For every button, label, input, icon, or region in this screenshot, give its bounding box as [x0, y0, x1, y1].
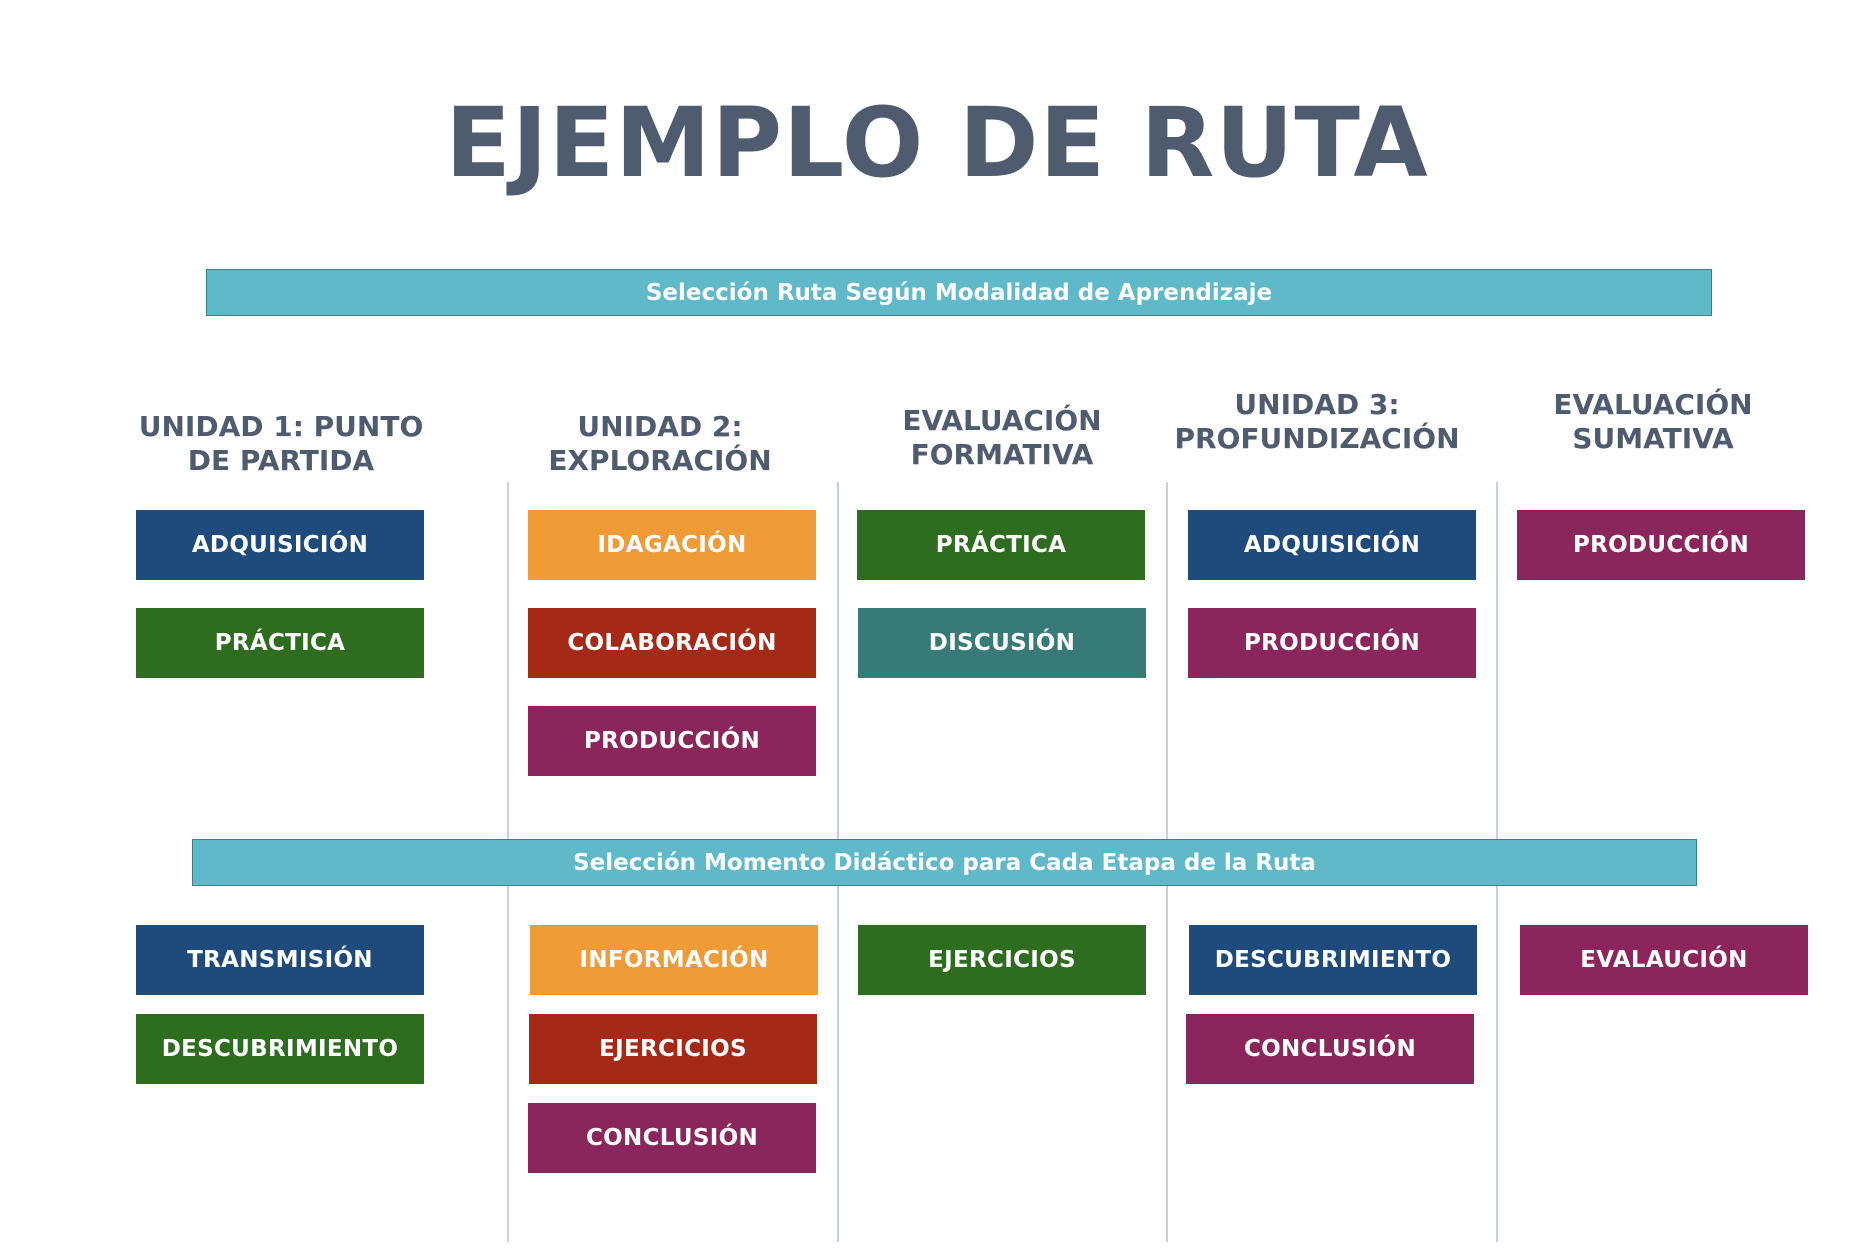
route-box-practica: PRÁCTICA: [136, 608, 424, 678]
route-box-idagacion: IDAGACIÓN: [528, 510, 816, 580]
route-box-adquisicion: ADQUISICIÓN: [1188, 510, 1476, 580]
moment-selection-band: Selección Momento Didáctico para Cada Et…: [192, 839, 1697, 886]
moment-box-conclusion: CONCLUSIÓN: [528, 1103, 816, 1173]
route-box-produccion: PRODUCCIÓN: [528, 706, 816, 776]
moment-box-ejercicios: EJERCICIOS: [858, 925, 1146, 995]
heading-unidad-1: UNIDAD 1: PUNTO DE PARTIDA: [138, 410, 424, 477]
moment-box-informacion: INFORMACIÓN: [530, 925, 818, 995]
route-box-adquisicion: ADQUISICIÓN: [136, 510, 424, 580]
route-box-discusion: DISCUSIÓN: [858, 608, 1146, 678]
route-box-colaboracion: COLABORACIÓN: [528, 608, 816, 678]
moment-box-transmision: TRANSMISIÓN: [136, 925, 424, 995]
moment-box-ejercicios: EJERCICIOS: [529, 1014, 817, 1084]
moment-box-descubrimiento: DESCUBRIMIENTO: [1189, 925, 1477, 995]
route-box-practica: PRÁCTICA: [857, 510, 1145, 580]
moment-box-descubrimiento: DESCUBRIMIENTO: [136, 1014, 424, 1084]
route-selection-band: Selección Ruta Según Modalidad de Aprend…: [206, 269, 1712, 316]
moment-box-evaluacion: EVALAUCIÓN: [1520, 925, 1808, 995]
heading-unidad-2: UNIDAD 2: EXPLORACIÓN: [548, 410, 772, 477]
heading-evaluacion-sumativa: EVALUACIÓN SUMATIVA: [1553, 388, 1753, 455]
moment-box-conclusion: CONCLUSIÓN: [1186, 1014, 1474, 1084]
page-title: EJEMPLO DE RUTA: [445, 87, 1429, 199]
heading-evaluacion-formativa: EVALUACIÓN FORMATIVA: [902, 404, 1102, 471]
heading-unidad-3: UNIDAD 3: PROFUNDIZACIÓN: [1174, 388, 1460, 455]
route-box-produccion: PRODUCCIÓN: [1517, 510, 1805, 580]
route-box-produccion: PRODUCCIÓN: [1188, 608, 1476, 678]
